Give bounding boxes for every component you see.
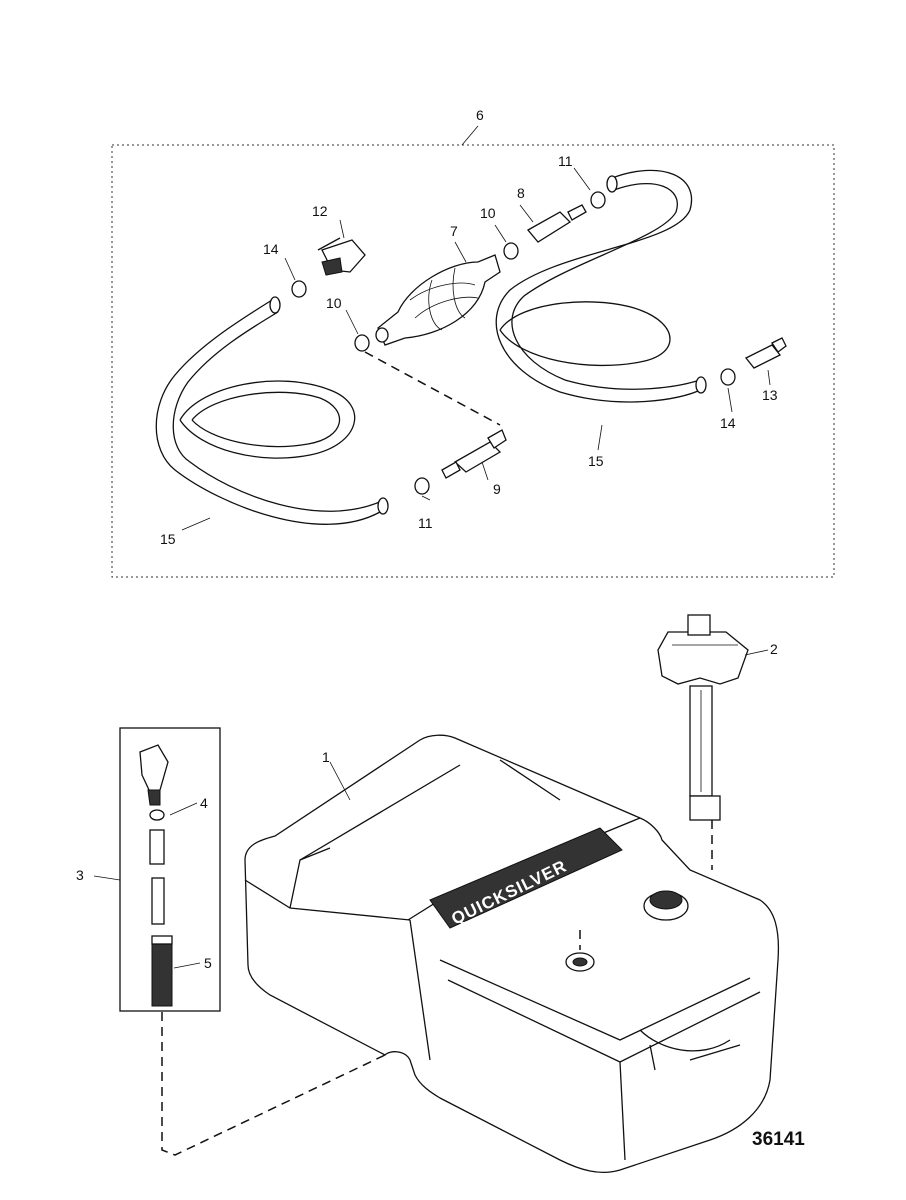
primer-bulb xyxy=(375,254,501,346)
pickup-connection-line xyxy=(161,1012,386,1156)
figure-number: 36141 xyxy=(752,1129,805,1150)
connection-line-bulb-to-fitting xyxy=(364,351,501,426)
leader-6 xyxy=(461,125,479,146)
callout-6: 6 xyxy=(476,107,484,123)
callout-10-right: 10 xyxy=(480,205,496,221)
pickup-tube-upper xyxy=(149,829,165,865)
fuel-gauge xyxy=(657,614,749,821)
callout-14-right: 14 xyxy=(720,415,736,431)
fuel-pickup-elbow xyxy=(139,744,169,806)
callout-15-right: 15 xyxy=(588,453,604,469)
engine-connector xyxy=(317,237,366,276)
fuel-tank xyxy=(244,734,780,1173)
clamp-14-left xyxy=(291,280,307,298)
fuel-line-kit-boundary xyxy=(111,144,835,578)
fitting-8 xyxy=(527,204,587,243)
callout-5: 5 xyxy=(204,955,212,971)
o-ring-4 xyxy=(149,809,165,821)
fuel-pickup-group-boundary xyxy=(119,727,221,1012)
callout-15-left: 15 xyxy=(160,531,176,547)
fitting-13 xyxy=(744,337,787,369)
callout-10-left: 10 xyxy=(326,295,342,311)
callout-9: 9 xyxy=(493,481,501,497)
callout-11-bottom: 11 xyxy=(418,515,433,531)
clamp-10-left xyxy=(354,334,370,352)
callout-1: 1 xyxy=(322,749,330,765)
clamp-11-top xyxy=(590,191,606,209)
fuel-filter-screen-5 xyxy=(151,935,173,1007)
callout-2: 2 xyxy=(770,641,778,657)
callout-12: 12 xyxy=(312,203,328,219)
callout-13: 13 xyxy=(762,387,778,403)
pickup-tube-lower xyxy=(151,877,165,925)
callout-11-top: 11 xyxy=(558,153,573,169)
callout-7: 7 xyxy=(450,223,458,239)
fitting-9 xyxy=(441,429,507,479)
callout-3: 3 xyxy=(76,867,84,883)
fuel-hose-left xyxy=(155,296,389,525)
callout-8: 8 xyxy=(517,185,525,201)
clamp-14-right xyxy=(720,368,736,386)
fuel-hose-right xyxy=(495,169,707,403)
clamp-11-bottom xyxy=(414,477,430,495)
callout-14-left: 14 xyxy=(263,241,279,257)
callout-4: 4 xyxy=(200,795,208,811)
clamp-10-right xyxy=(503,242,519,260)
